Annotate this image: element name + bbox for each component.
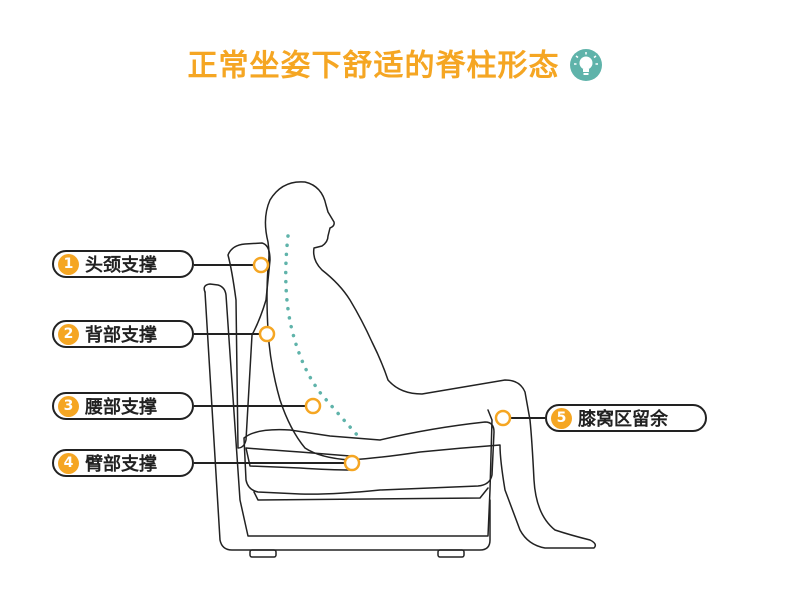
- label-number: 5: [551, 407, 572, 429]
- lightbulb-icon: [569, 48, 602, 81]
- marker-buttock: [343, 454, 361, 472]
- label-knee-clearance: 5 膝窝区留余: [545, 404, 707, 432]
- label-text: 膝窝区留余: [578, 409, 668, 430]
- label-number: 1: [58, 253, 79, 275]
- sofa-foot-right: [437, 549, 465, 558]
- label-number: 3: [58, 395, 79, 417]
- sofa-back-frame: [203, 283, 493, 537]
- sofa-back-inner: [204, 291, 491, 551]
- label-lumbar-support: 3 腰部支撑: [52, 392, 194, 420]
- label-back-support: 2 背部支撑: [52, 320, 194, 348]
- marker-head-neck: [252, 256, 270, 274]
- marker-lumbar: [304, 397, 322, 415]
- label-number: 2: [58, 323, 79, 345]
- label-text: 腰部支撑: [85, 397, 157, 418]
- seat-cushion: [243, 421, 495, 495]
- title-text: 正常坐姿下舒适的脊柱形态: [187, 48, 560, 84]
- headrest-cushion: [227, 242, 271, 449]
- label-text: 背部支撑: [85, 325, 157, 346]
- label-head-neck-support: 1 头颈支撑: [52, 250, 194, 278]
- label-number: 4: [58, 452, 79, 474]
- diagram-title: 正常坐姿下舒适的脊柱形态: [0, 44, 789, 89]
- sofa-foot-left: [249, 549, 277, 558]
- label-text: 臂部支撑: [85, 454, 157, 475]
- label-buttock-support: 4 臂部支撑: [52, 449, 194, 477]
- marker-knee: [494, 409, 512, 427]
- seat-cushion-lower: [253, 487, 489, 501]
- marker-back: [258, 325, 276, 343]
- spine-curve: [284, 234, 360, 438]
- label-text: 头颈支撑: [85, 255, 157, 276]
- person-silhouette: [264, 181, 597, 549]
